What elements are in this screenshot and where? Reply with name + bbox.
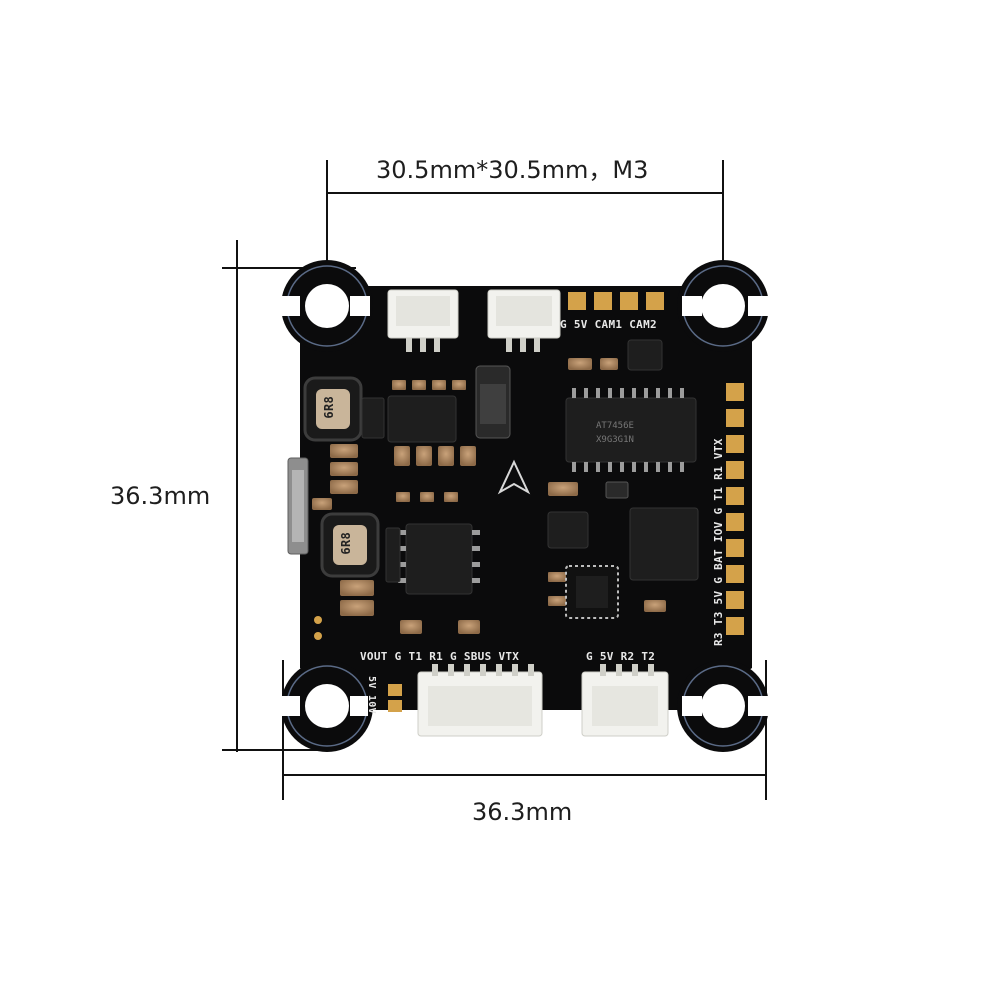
inductor-2-marking: 6R8 (339, 532, 353, 555)
ic-mcu (565, 565, 619, 619)
dimension-lines (222, 160, 767, 800)
top-connectors (387, 289, 561, 352)
top-pads (568, 292, 664, 310)
dimension-bottom-label: 36.3mm (472, 798, 573, 826)
silk-top-pads: G 5V CAM1 CAM2 (560, 318, 657, 331)
connector-bottom-2 (581, 664, 669, 737)
inductor-1 (303, 376, 363, 442)
silk-corner-label: 5V 10V (366, 676, 377, 714)
connector-top-1 (387, 289, 459, 352)
tantalum-capacitor (475, 365, 511, 439)
pcb-outline (300, 286, 752, 710)
mounting-holes (280, 265, 770, 747)
dimension-left-label: 36.3mm (110, 482, 211, 510)
mounting-hole-bottom-left (280, 665, 368, 747)
ic-flash (629, 507, 699, 581)
dimension-top-label: 30.5mm*30.5mm，M3 (376, 156, 649, 184)
mounting-hole-top-left (280, 265, 370, 347)
passive-components (312, 358, 666, 634)
ic-gyro (547, 511, 589, 549)
chip-1-marking: AT7456E (596, 421, 634, 431)
logo-arrow-icon (497, 459, 531, 495)
inductor-2 (320, 512, 380, 578)
mounting-hole-top-right (682, 265, 770, 347)
chip-1-code: X9G3G1N (596, 435, 634, 445)
ic-osd: AT7456E X9G3G1N (565, 388, 697, 472)
connector-top-2 (487, 289, 561, 352)
corner-pads (388, 684, 402, 712)
right-pads (726, 383, 744, 635)
inductor-1-marking: 6R8 (322, 396, 336, 419)
ic-regulator-1 (387, 395, 457, 443)
ic-small-top (361, 339, 663, 583)
silk-bottom-right: G 5V R2 T2 (586, 650, 656, 663)
solder-dots (314, 616, 322, 640)
silk-bottom-left: VOUT G T1 R1 G SBUS VTX (360, 650, 520, 663)
connector-bottom-1 (417, 664, 543, 737)
silk-right-pads: R3 T3 5V G BAT IOV G T1 R1 VTX (712, 438, 725, 646)
bottom-connectors (417, 664, 669, 737)
ic-regulator-2 (398, 523, 480, 595)
usb-port (287, 457, 309, 555)
mounting-hole-bottom-right (682, 665, 770, 747)
